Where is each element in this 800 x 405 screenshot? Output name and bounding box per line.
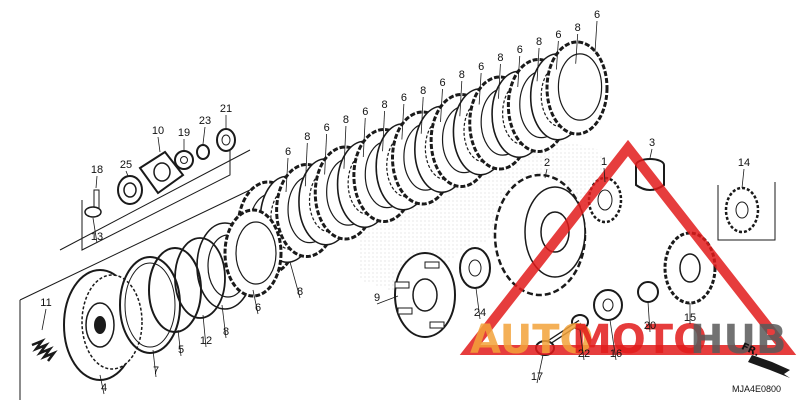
washer-part-20 (637, 281, 659, 303)
stack-label-4: 8 (343, 114, 349, 126)
part-label-15: 15 (684, 312, 696, 324)
watermark-word-moto: MOTO (572, 317, 707, 363)
spring-part-11 (31, 338, 58, 362)
clutch-center-part-2 (493, 173, 587, 297)
nut-part-19 (174, 150, 194, 170)
stack-label-2: 8 (304, 131, 310, 143)
part-label-13: 13 (91, 231, 103, 243)
part-label-24: 24 (474, 307, 486, 319)
stack-label-15: 6 (555, 29, 561, 41)
friction-disc-17 (545, 40, 609, 136)
stack-label-8: 8 (420, 85, 426, 97)
part-label-19: 19 (178, 127, 190, 139)
part-label-10: 10 (152, 125, 164, 137)
bracket-part-16 (593, 289, 623, 321)
stack-label-16: 8 (575, 22, 581, 34)
part-label-17: 17 (531, 371, 543, 383)
part-labels: 6868686868686868686812345791011121314151… (40, 9, 750, 394)
inset-bracket (717, 182, 776, 241)
diagram-code: MJA4E0800 (732, 384, 781, 394)
clutch-plate-stack (236, 40, 609, 276)
stack-label-9: 6 (439, 77, 445, 89)
part-label-3: 3 (649, 137, 655, 149)
part-label-9: 9 (374, 292, 380, 304)
part-label-21: 21 (220, 103, 232, 115)
stack-label-7: 6 (401, 92, 407, 104)
lower-plates-group (196, 208, 283, 310)
part-label-16: 16 (610, 348, 622, 360)
part-label-5: 5 (178, 344, 184, 356)
bolt-part-18 (84, 189, 102, 218)
stack-label-6: 8 (382, 99, 388, 111)
washer-part-23 (196, 144, 210, 160)
stack-label-12: 8 (497, 52, 503, 64)
washer-part-24 (459, 247, 491, 289)
stack-label-13: 6 (517, 44, 523, 56)
stack-label-11: 6 (478, 61, 484, 73)
pressure-plate-part-9 (394, 252, 456, 338)
stack-label-17: 6 (594, 9, 600, 21)
clutch-outer-part-4 (63, 269, 143, 381)
lower-label-3: 8 (297, 286, 303, 298)
part-label-11: 11 (40, 297, 51, 309)
part-label-14: 14 (738, 157, 750, 169)
lower-label-1: 8 (223, 326, 229, 338)
part-label-25: 25 (120, 159, 132, 171)
seat-ring-part-5 (148, 247, 202, 333)
washer-part-21 (216, 128, 236, 152)
bearing-part-25 (117, 175, 143, 205)
gear-part-14 (724, 186, 760, 234)
lower-plate-2 (223, 208, 283, 298)
watermark-word-auto: AUTO (470, 317, 594, 363)
part-label-20: 20 (644, 320, 656, 332)
leader-lines (41, 20, 745, 395)
judder-spring-part-7 (119, 256, 181, 354)
part-label-1: 1 (601, 156, 607, 168)
stack-label-14: 8 (536, 36, 542, 48)
stack-label-3: 6 (324, 122, 330, 134)
watermark-logo (459, 139, 797, 355)
outline-bracket (19, 149, 251, 400)
stack-label-10: 8 (459, 69, 465, 81)
lifter-plate-part-10 (138, 150, 185, 195)
part-label-12: 12 (200, 335, 212, 347)
plate-part-12 (174, 237, 226, 319)
lower-label-2: 6 (255, 302, 261, 314)
stack-label-5: 6 (362, 106, 368, 118)
front-arrow-icon (748, 355, 790, 378)
part-label-23: 23 (199, 115, 211, 127)
part-label-4: 4 (101, 382, 107, 394)
kit-bracket (81, 130, 231, 251)
part-label-2: 2 (544, 157, 550, 169)
stack-label-1: 6 (285, 146, 291, 158)
part-label-7: 7 (153, 365, 159, 377)
part-label-22: 22 (578, 348, 590, 360)
part-label-18: 18 (91, 164, 103, 176)
watermark-word-hub: HUB (690, 317, 786, 363)
